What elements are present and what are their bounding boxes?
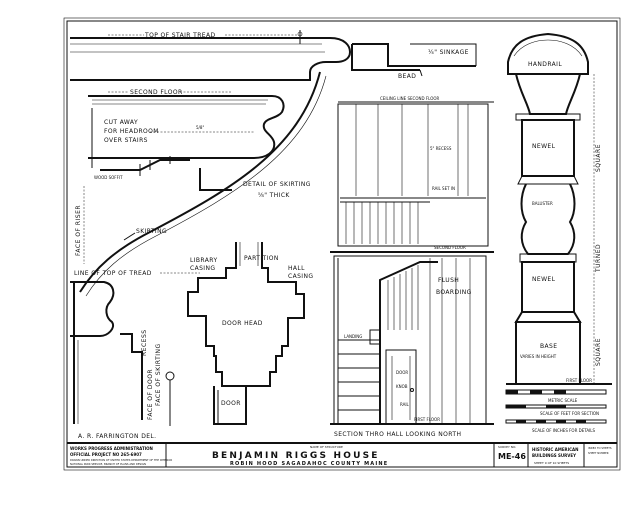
recess-label: RECESS (141, 329, 148, 356)
newel-label-1: NEWEL (532, 143, 556, 150)
newel-lower-block (521, 261, 575, 313)
wood-soffit-label: WOOD SOFFIT (94, 175, 123, 180)
face-of-skirting-label: FACE OF SKIRTING (155, 343, 162, 406)
hall-casing-label-2: CASING (288, 273, 313, 280)
skirting-label: SKIRTING (136, 228, 167, 235)
library-casing-label-2: CASING (190, 265, 215, 272)
handrail-label: HANDRAIL (528, 61, 562, 68)
five-eighths-dim: 5/8" (196, 125, 204, 130)
first-floor-label: FIRST FLOOR (414, 417, 440, 422)
hall-casing-label-1: HALL (288, 265, 305, 272)
knob-label: KNOB (396, 384, 408, 389)
face-of-riser-label: FACE OF RISER (75, 205, 82, 256)
delineator-label: A. R. FARRINGTON DEL. (78, 433, 156, 440)
first-floor-right-label: FIRST FLOOR (566, 378, 592, 383)
flush-label: FLUSH (438, 277, 459, 284)
scale-feet-label: SCALE OF FEET FOR SECTION (540, 411, 599, 416)
baluster-label: BALUSTER (532, 201, 553, 206)
door-head-casing-detail: LIBRARY CASING PARTITION HALL CASING DOO… (187, 242, 313, 425)
sheet-outer-border (63, 17, 621, 471)
skirting-curve: DETAIL OF SKIRTING ⅝" THICK SKIRTING (79, 71, 327, 297)
newel-post-elevation: HANDRAIL NEWEL BALUSTER NEWEL BASE VARIE… (506, 32, 612, 385)
top-of-stair-tread-label: TOP OF STAIR TREAD (144, 32, 216, 39)
scale-bars: METRIC SCALE SCALE OF FEET FOR SECTION S… (505, 389, 607, 433)
cut-away-label-2: FOR HEADROOM (104, 128, 159, 135)
upper-wall-panel (337, 103, 489, 247)
title-block: WORKS PROGRESS ADMINISTRATION OFFICIAL P… (67, 442, 617, 467)
wpa-line-1: WORKS PROGRESS ADMINISTRATION (70, 446, 153, 451)
section-title: SECTION THRO HALL LOOKING NORTH (334, 431, 461, 438)
ceiling-line-label: CEILING LINE SECOND FLOOR (380, 96, 440, 101)
sheet-number: SHEET 9 OF 10 SHEETS (534, 461, 569, 465)
name-of-structure-caption: NAME OF STRUCTURE (310, 445, 343, 449)
recess-5-label: 5" RECESS (430, 146, 452, 151)
wpa-line-4: NATIONAL PARK SERVICE, BRANCH OF PLANS A… (70, 462, 146, 466)
square-label-1: SQUARE (595, 144, 602, 172)
cut-away-label-1: CUT AWAY (104, 119, 138, 126)
bead-label: BEAD (398, 73, 416, 80)
survey-caption: SURVEY NO. (498, 445, 516, 449)
newel-upper-block (521, 119, 575, 177)
library-casing-label-1: LIBRARY (190, 257, 218, 264)
detail-of-skirting-label: DETAIL OF SKIRTING (243, 181, 311, 188)
line-of-top-of-tread-label: LINE OF TOP OF TREAD (74, 270, 152, 277)
newel-label-2: NEWEL (532, 276, 556, 283)
rail-set-in-label: RAIL SET IN (432, 186, 455, 191)
drawing-subtitle: ROBIN HOOD SAGADAHOC COUNTY MAINE (230, 461, 388, 467)
index-line-2: SHEET NUMBER (588, 451, 609, 455)
habs-line-2: BUILDINGS SURVEY (532, 453, 576, 458)
second-floor-small-label: SECOND FLOOR (434, 245, 466, 250)
upper-balusters (345, 202, 419, 244)
boarding-label: BOARDING (436, 289, 472, 296)
stair-section-elevation: CEILING LINE SECOND FLOOR 5" RECESS RAIL… (330, 96, 494, 438)
turned-label: TURNED (595, 244, 602, 273)
landing-newel (369, 329, 381, 345)
survey-number: ME-46 (498, 452, 526, 461)
rail-label: RAIL (400, 402, 410, 407)
landing-label: LANDING (344, 334, 362, 339)
index-line-1: INDEX TO SHEETS (588, 446, 612, 450)
face-of-door-label: FACE OF DOOR (147, 369, 154, 420)
thick-label: ⅝" THICK (258, 192, 290, 199)
base-label: BASE (540, 343, 557, 350)
door-label: DOOR (221, 400, 241, 407)
habs-line-1: HISTORIC AMERICAN (532, 447, 579, 452)
door-head-label: DOOR HEAD (222, 320, 263, 327)
varies-label: VARIES IN HEIGHT (520, 354, 557, 359)
flush-boarding (429, 258, 471, 424)
sheet-inner-border (66, 20, 618, 468)
scale-inches-label: SCALE OF INCHES FOR DETAILS (532, 428, 596, 433)
door-2-label: DOOR (396, 370, 408, 375)
bead-sinkage-detail: ¼" SINKAGE BEAD (351, 43, 477, 80)
cut-away-label-3: OVER STAIRS (104, 137, 148, 144)
newel-base (515, 321, 581, 385)
square-label-2: SQUARE (595, 338, 602, 366)
wpa-line-2: OFFICIAL PROJECT NO 265-6907 (70, 452, 142, 457)
stair-treads (338, 339, 380, 411)
metric-scale-label: METRIC SCALE (548, 398, 578, 403)
sinkage-label: ¼" SINKAGE (428, 49, 469, 56)
stair-tread-profile: TOP OF STAIR TREAD (70, 30, 352, 81)
stair-balusters (387, 265, 419, 330)
riser-tread-detail: FACE OF RISER LINE OF TOP OF TREAD RECES… (70, 186, 200, 426)
drawing-title: BENJAMIN RIGGS HOUSE (212, 451, 380, 461)
second-floor-cutaway-detail: SECOND FLOOR CUT AWAY FOR HEADROOM OVER … (88, 89, 285, 180)
wpa-line-3: DRAWN UNDER DIRECTION OF UNITED STATES D… (70, 458, 172, 462)
second-floor-label: SECOND FLOOR (130, 89, 183, 96)
